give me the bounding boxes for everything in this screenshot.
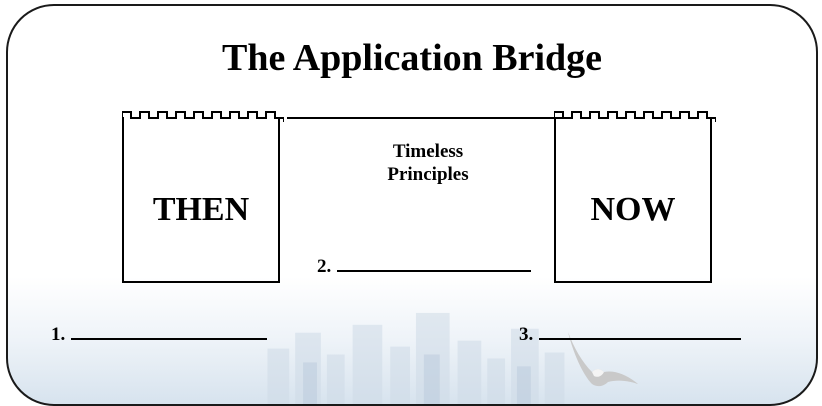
bridge-deck [287, 117, 563, 119]
blank-2: 2. [298, 234, 532, 300]
principles-line-2: Principles [387, 164, 469, 185]
blank-3-number: 3. [519, 324, 534, 345]
slide-frame: The Application Bridge THEN NOW Timeless… [6, 4, 818, 406]
principles-line-1: Timeless [392, 141, 464, 162]
now-label: NOW [590, 191, 676, 228]
blank-1-number: 1. [51, 324, 66, 345]
city-skyline-image [267, 312, 565, 404]
blank-3-line[interactable] [539, 324, 742, 340]
blank-3: 3. [500, 302, 742, 368]
tower-crenellation [122, 111, 284, 122]
blank-1-line[interactable] [71, 324, 268, 340]
now-tower: NOW [554, 111, 716, 283]
then-label: THEN [152, 191, 250, 228]
blank-2-line[interactable] [337, 256, 532, 272]
timeless-principles-label: Timeless Principles [348, 140, 508, 186]
then-tower: THEN [122, 111, 284, 283]
tower-crenellation [554, 111, 716, 122]
blank-1: 1. [32, 302, 268, 368]
blank-2-number: 2. [317, 256, 332, 277]
bird-image [568, 332, 638, 387]
slide-title: The Application Bridge [221, 37, 603, 79]
